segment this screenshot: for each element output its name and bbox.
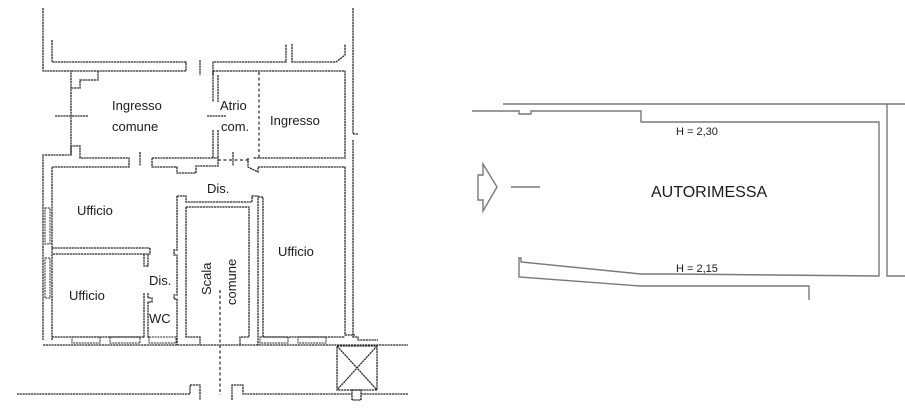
window — [44, 257, 51, 299]
room-label-wc: WC — [149, 311, 171, 326]
window — [44, 207, 51, 245]
wall — [143, 293, 153, 338]
wall — [258, 196, 345, 338]
room-label-ufficio: Ufficio — [77, 203, 113, 218]
room-label-ingresso-comune: Ingresso — [112, 98, 162, 113]
room-label-disimpegno: Dis. — [207, 181, 229, 196]
arrow-right-icon — [477, 161, 498, 214]
room-label-ufficio: Ufficio — [278, 244, 314, 259]
window — [297, 336, 327, 344]
window — [71, 336, 101, 344]
wall — [212, 71, 219, 102]
wall — [886, 104, 905, 277]
wall — [291, 44, 346, 63]
wall — [186, 206, 250, 345]
wall — [17, 384, 201, 400]
room-label-scala-comune: Scala — [199, 262, 214, 295]
wall — [213, 70, 346, 159]
wall — [212, 130, 219, 158]
wall — [231, 384, 408, 400]
window — [109, 336, 141, 344]
wall — [212, 44, 287, 75]
ceiling-height-label: H = 2,30 — [676, 126, 718, 138]
wall — [177, 195, 259, 345]
wall — [51, 40, 187, 72]
wall — [151, 157, 219, 174]
ceiling-height-label: H = 2,15 — [676, 263, 718, 275]
wall — [42, 8, 72, 340]
wall — [51, 145, 130, 340]
room-label-autorimessa: AUTORIMESSA — [651, 184, 768, 201]
wall — [247, 158, 355, 336]
window — [148, 336, 177, 344]
wall — [352, 8, 378, 341]
room-label-ingresso-comune: comune — [112, 119, 158, 134]
room-label-atrio: com. — [221, 119, 249, 134]
room-label-scala-comune: comune — [224, 259, 239, 305]
elevator-shaft-icon — [336, 345, 378, 401]
office-floor-plan: Ingresso comune Atrio com. Ingresso Dis.… — [17, 8, 408, 401]
room-label-ingresso: Ingresso — [270, 113, 320, 128]
wall — [173, 196, 178, 345]
wall — [185, 207, 201, 345]
wall — [52, 247, 151, 255]
window — [259, 336, 289, 344]
room-label-disimpegno: Dis. — [149, 273, 171, 288]
room-label-ufficio: Ufficio — [69, 288, 105, 303]
room-label-atrio: Atrio — [220, 98, 247, 113]
wall — [472, 110, 880, 300]
wall — [71, 71, 99, 89]
garage-floor-plan: H = 2,30 AUTORIMESSA H = 2,15 — [472, 103, 905, 300]
wall — [143, 254, 149, 267]
